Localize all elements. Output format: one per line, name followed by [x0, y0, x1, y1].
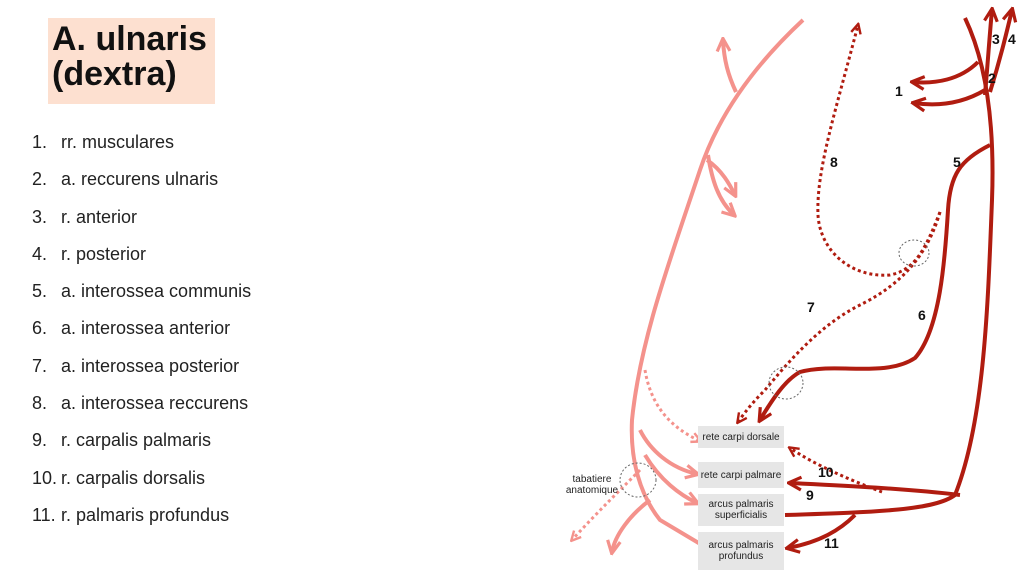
radial-trunk: [629, 18, 805, 547]
radial-branch-lower-1: [612, 498, 652, 552]
diagram-label-11: 11: [824, 535, 839, 551]
box-arcus-palmaris-profundus: arcus palmaris profundus: [698, 532, 784, 570]
tabatiere-line-1: tabatiere: [572, 474, 612, 485]
diagram-label-5: 5: [953, 154, 961, 170]
anastomosis-circle-upper: [898, 239, 930, 267]
legend-text: rr. musculares: [61, 132, 175, 152]
legend-text: a. interossea reccurens: [61, 393, 249, 414]
branch-legend: 1.rr. musculares 2.a. reccurens ulnaris …: [32, 131, 251, 541]
legend-text: r. anterior: [61, 206, 138, 227]
legend-text: a. reccurens ulnaris: [61, 169, 219, 190]
branch-1-musculares-upper: [913, 60, 980, 82]
box-label-line-2: superficialis: [714, 510, 768, 521]
legend-text: r. palmaris profundus: [61, 504, 230, 525]
legend-number: 9.: [32, 430, 48, 451]
radial-artery-branches: [612, 18, 805, 552]
legend-text: r. posterior: [61, 243, 147, 264]
legend-item: 11.r. palmaris profundus: [32, 504, 251, 541]
box-arcus-palmaris-superficialis: arcus palmaris superficialis: [698, 494, 784, 526]
branch-9-carpalis-palmaris: [790, 483, 961, 497]
ulnar-trunk: [784, 17, 995, 517]
tabatiere-line-2: anatomique: [565, 485, 619, 496]
legend-number: 8.: [32, 393, 48, 414]
box-label: rete carpi dorsale: [702, 431, 780, 443]
radial-dotted-branches: [572, 369, 700, 540]
branch-10-carpalis-dorsalis: [790, 448, 883, 494]
legend-number: 2.: [32, 169, 48, 190]
title-line-1: A. ulnaris: [52, 20, 207, 58]
legend-item: 3. r. anterior: [32, 206, 251, 243]
diagram-label-6: 6: [918, 307, 926, 323]
legend-number: 3.: [32, 206, 48, 227]
legend-text: a. interossea anterior: [61, 318, 231, 339]
legend-item: 2. a. reccurens ulnaris: [32, 168, 251, 205]
radial-to-rete-palmare: [638, 429, 697, 474]
tabatiere-label: tabatiere anatomique: [560, 474, 624, 496]
branch-1-musculares-lower: [914, 88, 987, 104]
radial-branch-mid-2: [705, 158, 735, 195]
legend-item: 9. r. carpalis palmaris: [32, 429, 251, 466]
legend-text: a. interossea posterior: [61, 355, 240, 376]
legend-item: 7. a. interossea posterior: [32, 355, 251, 392]
legend-item: 5. a. interossea communis: [32, 280, 251, 317]
ulnar-dotted-branches: [738, 25, 942, 494]
branch-4-posterior: [988, 10, 1012, 93]
radial-branch-upper: [723, 40, 738, 93]
box-label-line-1: arcus palmaris: [708, 540, 774, 551]
legend-item: 8. a. interossea reccurens: [32, 392, 251, 429]
legend-text: a. interossea communis: [61, 281, 252, 302]
title-line-2: (dextra): [52, 55, 177, 93]
legend-number: 4.: [32, 243, 48, 264]
diagram-label-1: 1: [895, 83, 903, 99]
legend-item: 1. rr. musculares: [32, 131, 251, 168]
branch-3-anterior: [983, 10, 992, 96]
box-rete-carpi-palmare: rete carpi palmare: [698, 462, 784, 488]
branch-11-palmaris-profundus: [788, 513, 857, 548]
box-label-line-1: arcus palmaris: [708, 499, 774, 510]
diagram-label-7: 7: [807, 299, 815, 315]
legend-number: 7.: [32, 355, 48, 376]
title-box: A. ulnaris (dextra): [48, 18, 215, 104]
box-label: rete carpi palmare: [700, 469, 782, 481]
legend-number: 11.: [32, 504, 56, 525]
legend-item: 10.r. carpalis dorsalis: [32, 467, 251, 504]
branch-7-interossea-posterior: [738, 211, 942, 422]
diagram-label-8: 8: [830, 154, 838, 170]
box-label-line-2: profundus: [718, 551, 764, 562]
box-rete-carpi-dorsale: rete carpi dorsale: [698, 426, 784, 448]
diagram-label-2: 2: [988, 70, 996, 86]
ulnar-artery-branches: [760, 10, 1012, 548]
anastomosis-circle-lower: [768, 366, 804, 400]
branch-6-interossea-anterior: [760, 143, 991, 420]
diagram-label-9: 9: [806, 487, 814, 503]
legend-text: r. carpalis dorsalis: [61, 467, 206, 488]
branch-8-interossea-reccurens: [816, 25, 942, 277]
legend-item: 6. a. interossea anterior: [32, 317, 251, 354]
radial-dotted-to-rete-dorsale: [643, 369, 700, 441]
diagram-label-3: 3: [992, 31, 1000, 47]
diagram-label-10: 10: [818, 464, 834, 480]
legend-item: 4. r. posterior: [32, 243, 251, 280]
diagram-label-4: 4: [1008, 31, 1016, 47]
radial-to-arcus-superficialis: [643, 453, 697, 503]
legend-number: 1.: [32, 132, 48, 152]
legend-number: 5.: [32, 281, 48, 302]
tabatiere-circle: [619, 462, 657, 498]
legend-text: r. carpalis palmaris: [61, 430, 212, 451]
legend-number: 6.: [32, 318, 48, 339]
legend-number: 10.: [32, 467, 58, 488]
